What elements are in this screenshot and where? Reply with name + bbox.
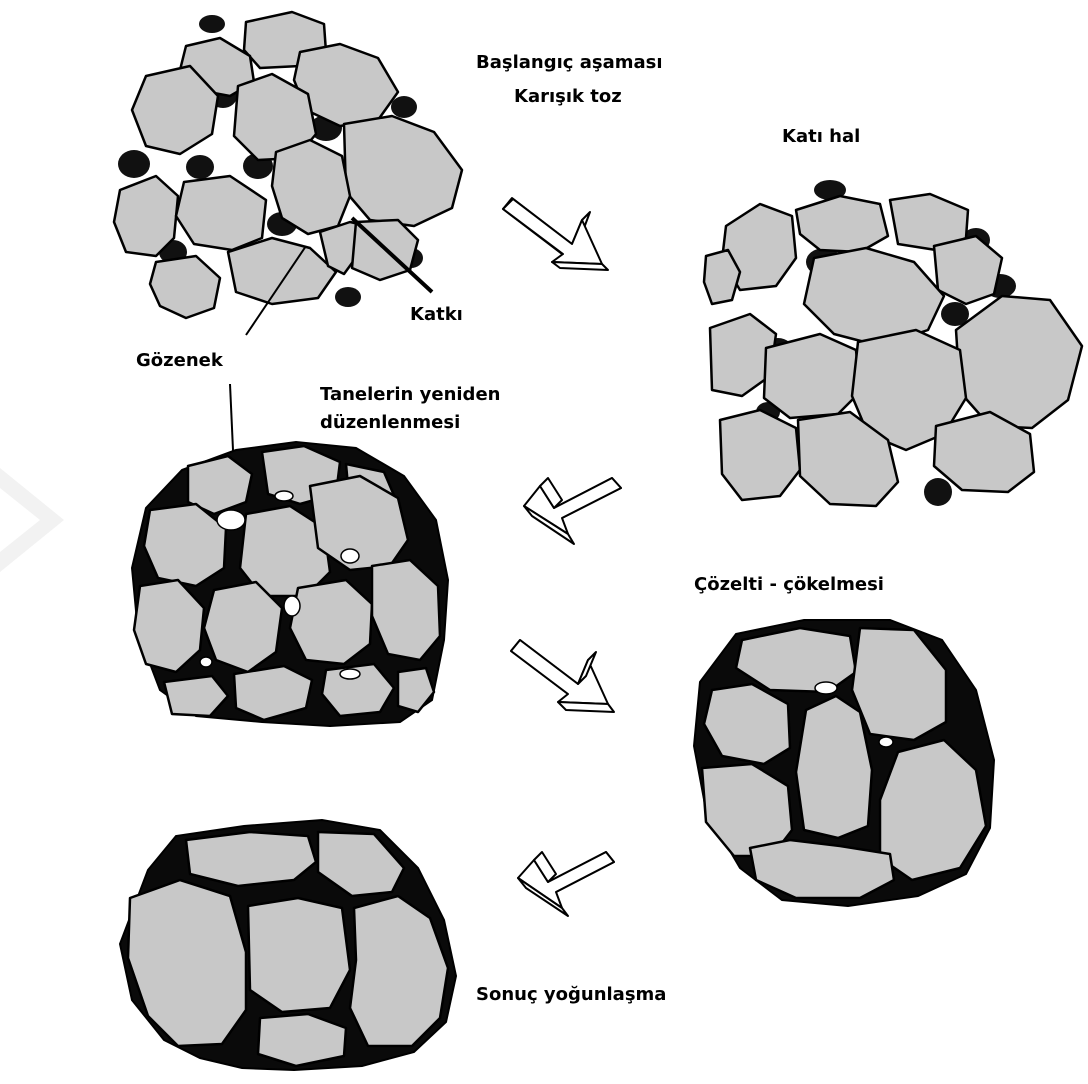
- label-additive: Katkı: [410, 302, 463, 327]
- stage-solution-precipitation: [694, 620, 994, 906]
- label-solution-precipitation: Çözelti - çökelmesi: [694, 572, 884, 597]
- arrow-stage4-to-stage5: [518, 852, 614, 916]
- arrow-stage2-to-stage3: [524, 478, 621, 544]
- stage-rearrangement: [132, 442, 448, 726]
- label-initial-stage: Başlangıç aşaması: [476, 50, 663, 75]
- watermark-chevron: [0, 468, 64, 572]
- label-solid-state: Katı hal: [782, 124, 860, 149]
- arrow-stage1-to-stage2: [503, 198, 608, 270]
- label-final-densification: Sonuç yoğunlaşma: [476, 982, 666, 1007]
- stage-solid-state: [704, 180, 1082, 506]
- label-rearrangement-line1: Tanelerin yeniden: [320, 382, 500, 407]
- label-pore: Gözenek: [136, 348, 223, 373]
- arrow-stage3-to-stage4: [511, 640, 614, 712]
- stage-final-densification: [120, 820, 456, 1070]
- label-rearrangement-line2: düzenlenmesi: [320, 410, 460, 435]
- grains-stage2: [704, 194, 1082, 506]
- label-mixed-powder: Karışık toz: [514, 84, 622, 109]
